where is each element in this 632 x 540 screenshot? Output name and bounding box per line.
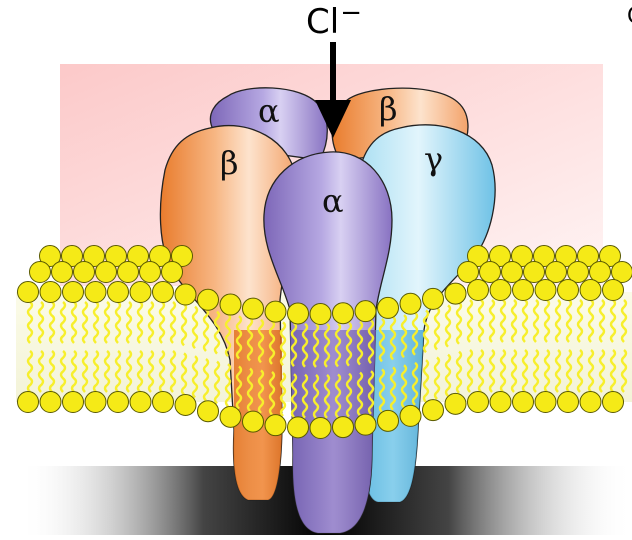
lipid-head <box>40 282 61 303</box>
lipid-head <box>198 401 219 422</box>
lipid-head <box>502 262 523 283</box>
lipid-head <box>130 392 151 413</box>
lipid-head <box>580 392 601 413</box>
lipid-head <box>558 280 579 301</box>
subunit-label-beta-front: β <box>220 144 239 182</box>
lipid-head <box>30 262 51 283</box>
lipid-head <box>400 293 421 314</box>
lipid-head <box>162 262 183 283</box>
lipid-head <box>423 288 444 309</box>
lipid-head <box>243 298 264 319</box>
lipid-head <box>603 280 624 301</box>
ion-charge: − <box>340 0 362 28</box>
lipid-head <box>490 280 511 301</box>
lipid-head <box>378 297 399 318</box>
lipid-head <box>355 414 376 435</box>
lipid-head <box>558 392 579 413</box>
lipid-head <box>480 262 501 283</box>
lipid-head <box>153 282 174 303</box>
subunit-label-beta-back: β <box>379 90 398 128</box>
lipid-head <box>108 282 129 303</box>
lipid-head <box>243 411 264 432</box>
lipid-head <box>603 392 624 413</box>
lipid-head <box>85 282 106 303</box>
lipid-head <box>175 394 196 415</box>
lipid-head <box>423 400 444 421</box>
lipid-head <box>40 392 61 413</box>
lipid-head <box>378 410 399 431</box>
subunit-label-gamma-front: γ <box>424 140 443 178</box>
lipid-head <box>513 392 534 413</box>
lipid-head <box>153 392 174 413</box>
lipid-head <box>513 280 534 301</box>
lipid-head <box>580 280 601 301</box>
ion-symbol: Cl <box>306 2 339 42</box>
lipid-head <box>400 405 421 426</box>
lipid-head <box>524 262 545 283</box>
lipid-head <box>175 284 196 305</box>
lipid-head <box>546 262 567 283</box>
lipid-head <box>445 393 466 414</box>
lipid-head <box>288 303 309 324</box>
lipid-head <box>198 289 219 310</box>
lipid-head <box>85 392 106 413</box>
lipid-head <box>140 262 161 283</box>
lipid-head <box>108 392 129 413</box>
lipid-head <box>333 417 354 438</box>
lipid-head <box>265 415 286 436</box>
lipid-head <box>310 303 331 324</box>
lipid-head <box>445 283 466 304</box>
lipid-head <box>18 392 39 413</box>
lipid-head <box>265 301 286 322</box>
lipid-head <box>220 294 241 315</box>
lipid-head <box>535 280 556 301</box>
chloride-ion-label: Cl− <box>306 2 362 45</box>
lipid-head <box>333 303 354 324</box>
clipped-corner-text: C <box>627 4 632 30</box>
lipid-head <box>96 262 117 283</box>
subunit-label-alpha-back: α <box>258 92 280 130</box>
lipid-head <box>490 392 511 413</box>
lipid-head <box>52 262 73 283</box>
lipid-head <box>288 417 309 438</box>
lipid-head <box>130 282 151 303</box>
subunit-label-alpha-front: α <box>322 182 344 220</box>
lipid-head <box>74 262 95 283</box>
lipid-head <box>220 406 241 427</box>
lipid-head <box>118 262 139 283</box>
lipid-head <box>535 392 556 413</box>
lipid-head <box>468 280 489 301</box>
lipid-head <box>18 282 39 303</box>
lipid-head <box>63 282 84 303</box>
lipid-head <box>355 301 376 322</box>
lipid-head <box>63 392 84 413</box>
lipid-head <box>310 417 331 438</box>
lipid-head <box>468 392 489 413</box>
